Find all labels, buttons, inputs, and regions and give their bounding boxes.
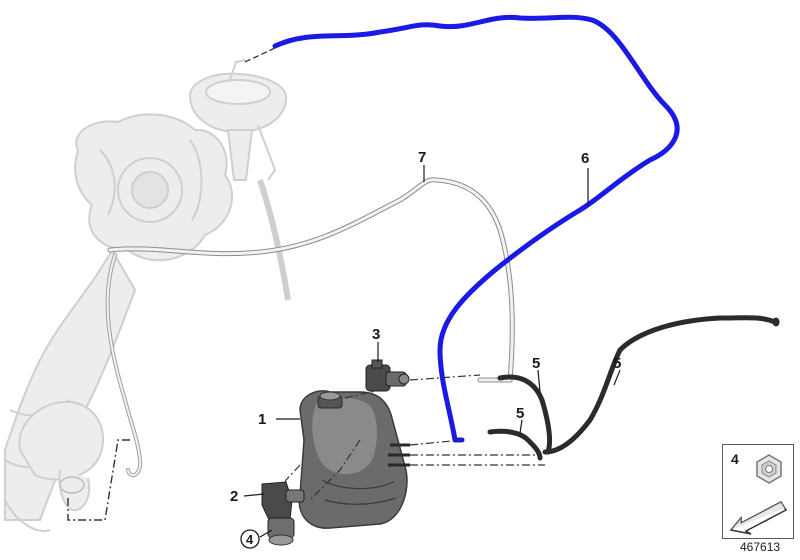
callout-5-right: 5 <box>613 355 621 372</box>
check-valve-2 <box>261 481 305 546</box>
callouts: 1 2 3 4 5 5 5 6 7 <box>230 149 621 549</box>
arrow-down-left-icon <box>729 501 788 535</box>
callout-6: 6 <box>581 150 589 167</box>
leader-lines <box>243 165 621 538</box>
solenoid-valve-3 <box>365 359 410 392</box>
legend-part-4-label: 4 <box>731 451 739 467</box>
connection-lines <box>281 374 545 501</box>
callout-3: 3 <box>372 326 380 343</box>
callout-2: 2 <box>230 488 238 505</box>
hose-5-group <box>487 315 780 461</box>
vacuum-line-7 <box>59 177 515 521</box>
callout-4: 4 <box>246 532 254 547</box>
diagram-number: 467613 <box>740 540 781 554</box>
callout-4-circle <box>240 529 260 549</box>
callout-5-upper: 5 <box>532 355 540 372</box>
legend-arrow <box>722 492 794 539</box>
callout-1: 1 <box>258 411 266 428</box>
hex-nut-icon <box>756 454 782 484</box>
vacuum-hose-6 <box>244 14 680 443</box>
turbocharger-assembly <box>4 59 291 532</box>
callout-7: 7 <box>418 149 426 166</box>
legend-part-4: 4 <box>722 444 794 494</box>
vacuum-reservoir <box>298 390 410 529</box>
callout-5-lower: 5 <box>516 405 524 422</box>
